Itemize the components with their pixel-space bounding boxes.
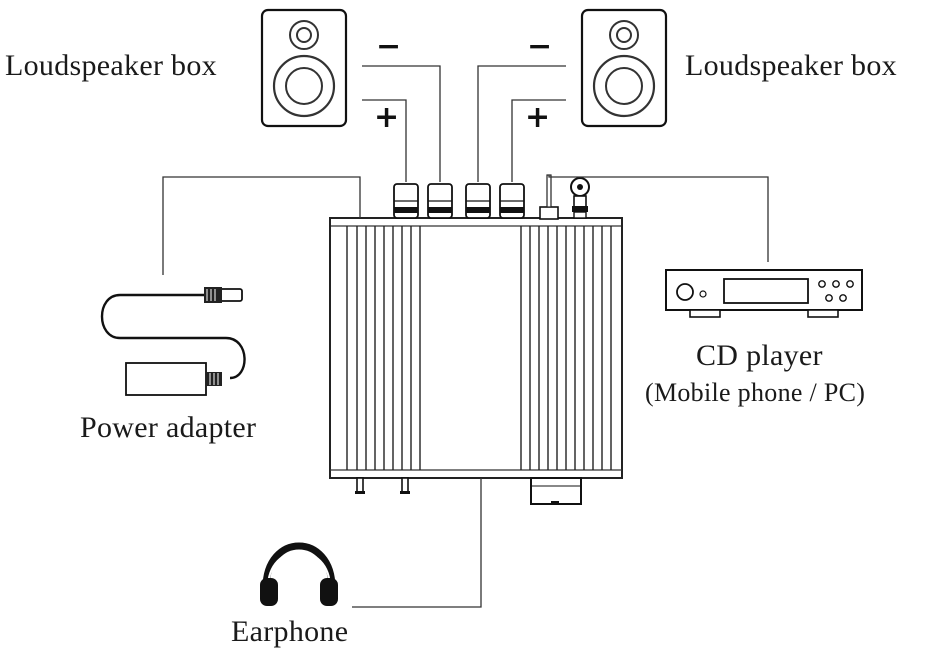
cd-wire xyxy=(548,175,769,262)
left-speaker-icon xyxy=(260,8,348,128)
power-wire xyxy=(162,176,361,275)
cd-player-sublabel: (Mobile phone / PC) xyxy=(645,378,866,407)
earphone-wire xyxy=(352,478,482,608)
power-adapter-icon xyxy=(100,287,246,396)
speaker-wires xyxy=(362,65,566,182)
headphones-icon xyxy=(260,542,338,606)
amplifier-icon xyxy=(329,174,623,505)
earphone-label: Earphone xyxy=(231,615,349,648)
power-adapter-label: Power adapter xyxy=(80,411,257,444)
cd-player-label: CD player xyxy=(696,339,823,372)
speaker-terminal-icon xyxy=(499,183,525,219)
speaker-left-label: Loudspeaker box xyxy=(5,49,217,82)
right-speaker-icon xyxy=(580,8,668,128)
speaker-terminal-icon xyxy=(427,183,453,219)
right-minus-sign: − xyxy=(527,29,553,64)
left-minus-sign: − xyxy=(376,29,402,64)
speaker-terminal-icon xyxy=(393,183,419,219)
speaker-right-label: Loudspeaker box xyxy=(685,49,897,82)
right-plus-sign: + xyxy=(525,100,551,135)
cd-player-icon xyxy=(665,269,863,318)
left-plus-sign: + xyxy=(374,100,400,135)
speaker-terminal-icon xyxy=(465,183,491,219)
